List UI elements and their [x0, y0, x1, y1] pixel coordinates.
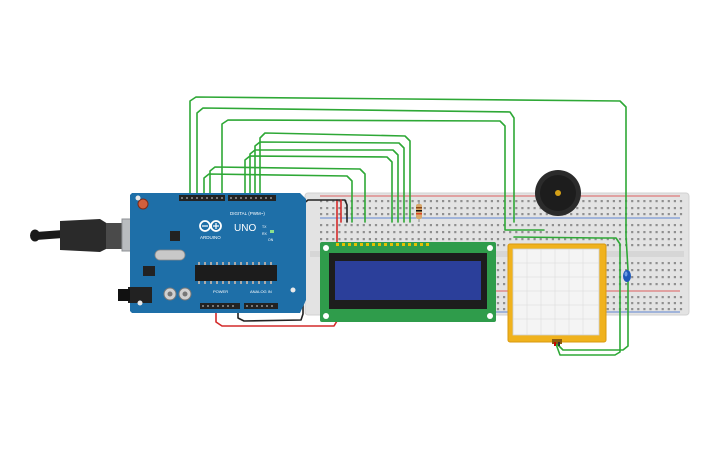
tx-label: TX — [262, 225, 267, 229]
wire-lcd-d5 — [249, 149, 399, 223]
signal-wires — [189, 96, 629, 356]
board-model: UNO — [234, 223, 256, 234]
lcd-screen — [335, 261, 481, 300]
resistor[interactable] — [416, 200, 422, 222]
wire-lcd-d4 — [244, 155, 393, 223]
digital-label: DIGITAL (PWM~) — [230, 211, 265, 216]
wire-touch-b — [221, 119, 545, 231]
arduino-logo-icon — [199, 220, 222, 232]
wire-lcd-en — [209, 166, 366, 223]
wire-touch-a — [196, 107, 515, 223]
analog-label: ANALOG IN — [250, 289, 272, 294]
wire-touch-c — [513, 236, 621, 356]
led[interactable] — [623, 270, 631, 282]
lcd-display[interactable] — [320, 242, 496, 322]
wire-buzzer — [189, 96, 629, 271]
power-label: POWER — [213, 289, 228, 294]
board-logo-text: ARDUINO — [200, 235, 221, 240]
wire-lcd-rs — [203, 173, 353, 223]
wire-led — [556, 271, 629, 351]
rx-label: RX — [262, 232, 268, 236]
wire-lcd-d6 — [254, 141, 405, 223]
voltage-regulator — [143, 266, 155, 276]
on-label: ON — [268, 238, 274, 242]
touch-panel[interactable] — [507, 243, 607, 346]
piezo-buzzer[interactable] — [535, 170, 581, 216]
arduino-uno-board[interactable]: DIGITAL (PWM~) UNO ARDUINO TX RX ON — [118, 193, 306, 313]
wire-lcd-d7 — [259, 132, 411, 223]
power-led — [270, 230, 274, 233]
usb-chip — [170, 231, 180, 241]
atmega-chip — [195, 265, 277, 281]
crystal-oscillator — [154, 249, 186, 261]
